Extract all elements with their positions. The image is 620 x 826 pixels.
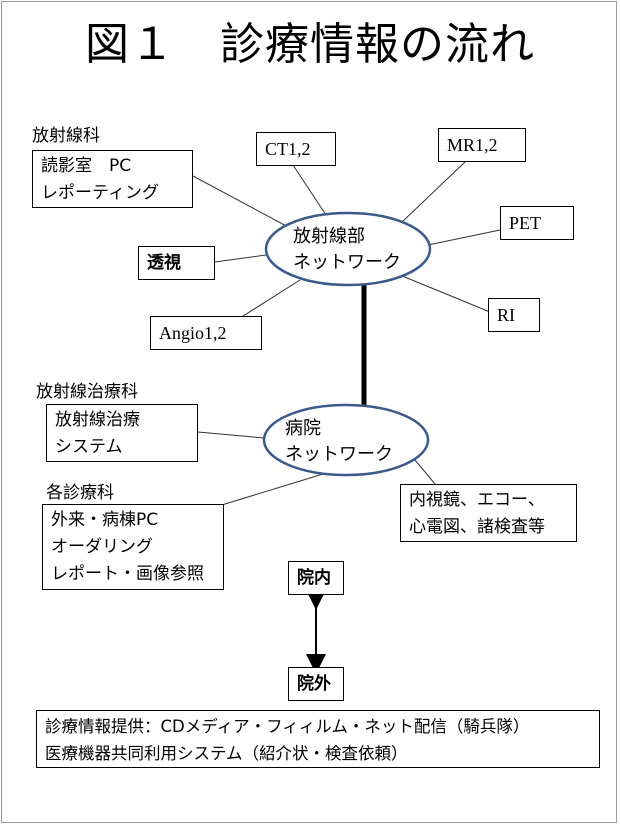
link-angio xyxy=(239,279,301,319)
link-endoscopy xyxy=(414,459,436,485)
mr-box: MR1,2 xyxy=(438,128,526,162)
endoscopy-line-2: 心電図、諸検査等 xyxy=(409,517,545,537)
hospital-network-label: 病院 ネットワーク xyxy=(285,416,393,468)
link-ct xyxy=(292,164,329,219)
endoscopy-box: 内視鏡、エコー、 心電図、諸検査等 xyxy=(400,484,577,542)
reading-room-line-2: レポーティング xyxy=(41,183,159,203)
outside-box: 院外 xyxy=(288,667,344,701)
reading-room-box: 読影室 PC レポーティング xyxy=(32,150,193,208)
link-fluoro xyxy=(214,254,267,263)
link-ri xyxy=(394,272,491,313)
radiology-network-label: 放射線部 ネットワーク xyxy=(293,224,401,276)
hospital-network-ellipse xyxy=(262,403,430,477)
ordering-box: 外来・病棟PC オーダリング レポート・画像参照 xyxy=(42,504,224,590)
ordering-line-2: オーダリング xyxy=(51,537,153,557)
radiology-dept-label: 放射線科 xyxy=(32,126,100,146)
ordering-line-3: レポート・画像参照 xyxy=(51,564,204,584)
ct-box: CT1,2 xyxy=(256,132,336,166)
pet-box: PET xyxy=(500,206,574,240)
radiotherapy-system-box: 放射線治療 システム xyxy=(46,404,198,462)
slide-title: 図１ 診療情報の流れ xyxy=(85,19,535,70)
ordering-line-1: 外来・病棟PC xyxy=(51,510,159,530)
angio-box: Angio1,2 xyxy=(150,316,262,350)
link-mr xyxy=(401,161,466,223)
hospital-network-line-2: ネットワーク xyxy=(285,444,393,465)
link-departments xyxy=(211,473,324,509)
departments-label: 各診療科 xyxy=(46,483,114,503)
endoscopy-line-1: 内視鏡、エコー、 xyxy=(409,490,545,510)
footer-box: 診療情報提供：CDメディア・フィィルム・ネット配信（騎兵隊） 医療機器共同利用シ… xyxy=(36,710,600,768)
reading-room-line-1: 読影室 PC xyxy=(41,156,132,176)
hospital-network-line-1: 病院 xyxy=(285,418,321,439)
ri-box: RI xyxy=(488,298,540,332)
footer-line-2: 医療機器共同利用システム（紹介状・検査依頼） xyxy=(45,744,408,763)
link-reading-room xyxy=(192,175,291,229)
radiotherapy-line-2: システム xyxy=(55,437,123,457)
radiology-network-line-1: 放射線部 xyxy=(293,226,365,247)
inside-box: 院内 xyxy=(288,561,344,595)
radiotherapy-dept-label: 放射線治療科 xyxy=(36,382,138,402)
radiotherapy-line-1: 放射線治療 xyxy=(55,410,140,430)
footer-line-1: 診療情報提供：CDメディア・フィィルム・ネット配信（騎兵隊） xyxy=(45,717,530,736)
fluoro-box: 透視 xyxy=(138,246,215,280)
link-pet xyxy=(427,229,501,246)
radiology-network-ellipse xyxy=(264,211,432,287)
link-radiotherapy xyxy=(197,431,265,439)
radiology-network-line-2: ネットワーク xyxy=(293,252,401,273)
